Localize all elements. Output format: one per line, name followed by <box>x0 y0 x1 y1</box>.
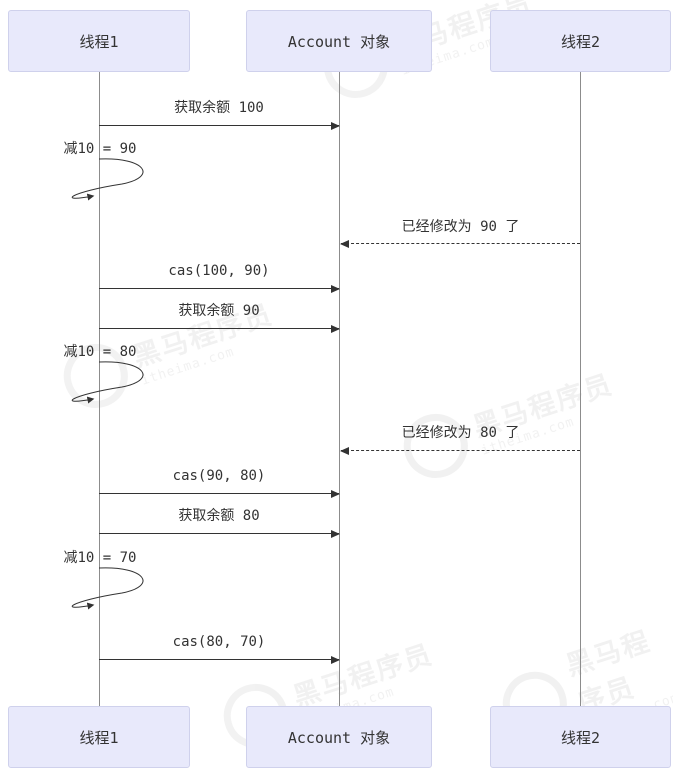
self-loop-icon <box>71 567 144 610</box>
self-loop-icon <box>71 158 144 201</box>
message-dashed-arrow-icon <box>340 447 580 455</box>
message-arrow-icon <box>99 490 340 498</box>
message-label: 获取余额 100 <box>174 100 264 116</box>
lifeline-thread1 <box>99 72 100 706</box>
message-arrow-icon <box>99 122 340 130</box>
message-label: 获取余额 90 <box>178 303 260 319</box>
watermark-brand: 黑马程序员 <box>562 625 655 720</box>
participant-label: 线程1 <box>79 32 119 51</box>
message-label: 已经修改为 90 了 <box>401 219 520 235</box>
participant-thread1-top: 线程1 <box>8 10 190 72</box>
participant-label: Account 对象 <box>287 32 391 51</box>
message-label: cas(80, 70) <box>172 634 266 650</box>
message-arrow-icon <box>99 530 340 538</box>
self-message-label: 减10 = 80 <box>63 344 137 360</box>
participant-account-top: Account 对象 <box>246 10 432 72</box>
self-message-label: 减10 = 90 <box>63 141 137 157</box>
watermark: 黑马程序员 itheima.com <box>395 358 623 487</box>
message-dashed-arrow-icon <box>340 240 580 248</box>
participant-thread2-top: 线程2 <box>490 10 671 72</box>
message-label: cas(100, 90) <box>168 263 270 279</box>
self-loop-icon <box>71 361 144 404</box>
participant-account-bottom: Account 对象 <box>246 706 432 768</box>
lifeline-thread2 <box>580 72 581 706</box>
watermark-logo-icon <box>395 405 477 487</box>
watermark-site: itheima.com <box>139 344 237 389</box>
message-label: 已经修改为 80 了 <box>401 425 520 441</box>
participant-label: Account 对象 <box>287 728 391 747</box>
participant-label: 线程2 <box>560 728 601 747</box>
self-message-label: 减10 = 70 <box>63 550 137 566</box>
participant-label: 线程2 <box>560 32 601 51</box>
participant-thread2-bottom: 线程2 <box>490 706 671 768</box>
message-arrow-icon <box>99 285 340 293</box>
message-label: cas(90, 80) <box>172 468 266 484</box>
message-arrow-icon <box>99 325 340 333</box>
participant-thread1-bottom: 线程1 <box>8 706 190 768</box>
message-label: 获取余额 80 <box>178 508 260 524</box>
lifeline-account <box>339 72 340 706</box>
participant-label: 线程1 <box>79 728 119 747</box>
message-arrow-icon <box>99 656 340 664</box>
